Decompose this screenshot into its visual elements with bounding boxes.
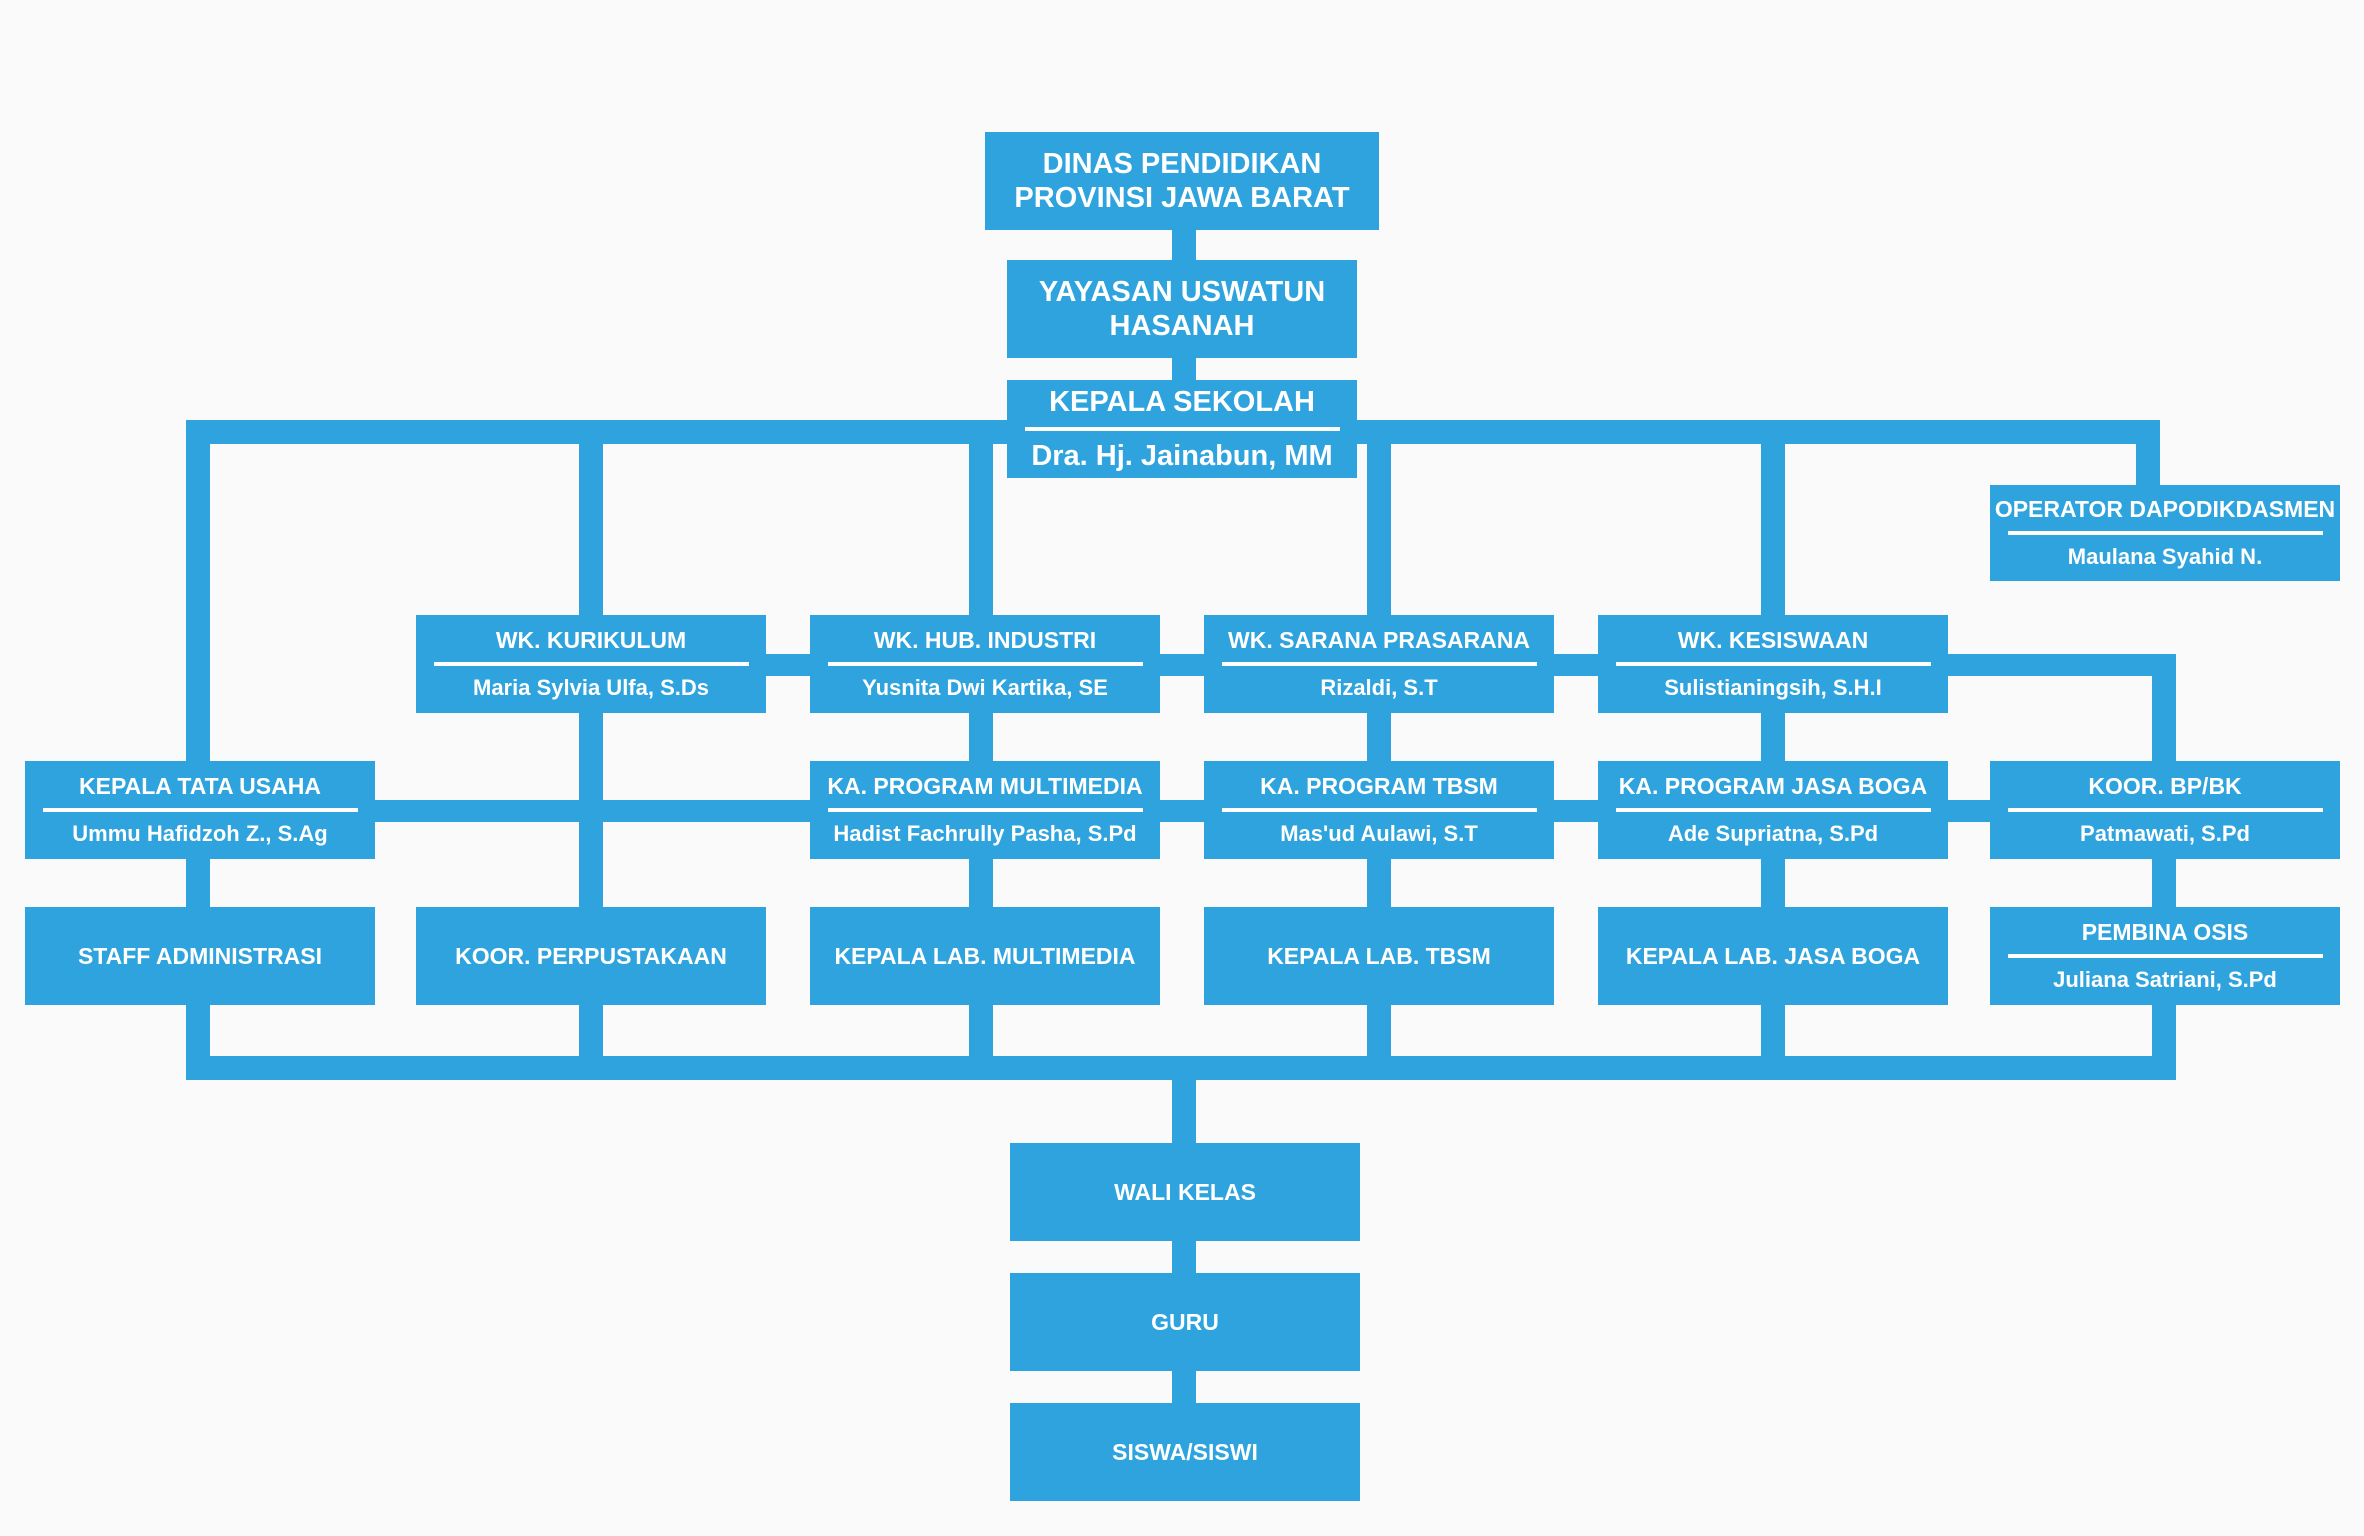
kepala-sekolah-name: Dra. Hj. Jainabun, MM xyxy=(1031,440,1333,472)
connector-line xyxy=(1172,1240,1196,1275)
connector-line xyxy=(2136,420,2160,485)
divider xyxy=(1221,662,1537,666)
connector-line xyxy=(1172,230,1196,260)
koor-bpbk-title: KOOR. BP/BK xyxy=(2088,773,2242,799)
operator-name: Maulana Syahid N. xyxy=(2067,544,2263,569)
box-siswa: SISWA/SISWI xyxy=(1010,1403,1360,1501)
wk-hub-industri-title: WK. HUB. INDUSTRI xyxy=(873,627,1097,653)
lab-jasa-boga-label: KEPALA LAB. JASA BOGA xyxy=(1625,942,1921,969)
wk-kesiswaan-name: Sulistianingsih, S.H.I xyxy=(1664,675,1882,700)
divider xyxy=(42,808,358,812)
box-kepala-lab-tbsm: KEPALA LAB. TBSM xyxy=(1204,907,1554,1005)
operator-title: OPERATOR DAPODIKDASMEN xyxy=(1994,496,2336,522)
lab-multimedia-label: KEPALA LAB. MULTIMEDIA xyxy=(834,942,1136,969)
kepala-tata-usaha-title: KEPALA TATA USAHA xyxy=(79,773,321,799)
yayasan-line-1: YAYASAN USWATUN xyxy=(1038,276,1326,308)
connector-line xyxy=(1172,1056,1196,1146)
wk-kurikulum-name: Maria Sylvia Ulfa, S.Ds xyxy=(473,675,709,700)
connector-line xyxy=(1172,355,1196,380)
box-wk-sarana-prasarana: WK. SARANA PRASARANA Rizaldi, S.T xyxy=(1204,615,1554,713)
lab-tbsm-label: KEPALA LAB. TBSM xyxy=(1267,942,1491,969)
box-dinas-pendidikan: DINAS PENDIDIKAN PROVINSI JAWA BARAT xyxy=(985,132,1379,230)
box-ka-program-jasa-boga: KA. PROGRAM JASA BOGA Ade Supriatna, S.P… xyxy=(1598,761,1948,859)
wali-kelas-label: WALI KELAS xyxy=(1114,1178,1256,1205)
siswa-label: SISWA/SISWI xyxy=(1112,1438,1258,1465)
dinas-line-2: PROVINSI JAWA BARAT xyxy=(1014,182,1350,214)
box-guru: GURU xyxy=(1010,1273,1360,1371)
koor-perpustakaan-label: KOOR. PERPUSTAKAAN xyxy=(455,942,727,969)
ka-jasa-boga-name: Ade Supriatna, S.Pd xyxy=(1667,821,1879,846)
dinas-line-1: DINAS PENDIDIKAN xyxy=(1042,148,1322,180)
divider xyxy=(2007,808,2323,812)
box-staff-administrasi: STAFF ADMINISTRASI xyxy=(25,907,375,1005)
box-wk-kurikulum: WK. KURIKULUM Maria Sylvia Ulfa, S.Ds xyxy=(416,615,766,713)
divider xyxy=(1615,808,1931,812)
box-koor-perpustakaan: KOOR. PERPUSTAKAAN xyxy=(416,907,766,1005)
wk-sarana-name: Rizaldi, S.T xyxy=(1320,675,1438,700)
box-kepala-lab-multimedia: KEPALA LAB. MULTIMEDIA xyxy=(810,907,1160,1005)
box-kepala-tata-usaha: KEPALA TATA USAHA Ummu Hafidzoh Z., S.Ag xyxy=(25,761,375,859)
koor-bpbk-name: Patmawati, S.Pd xyxy=(2080,821,2250,846)
wk-hub-industri-name: Yusnita Dwi Kartika, SE xyxy=(862,675,1108,700)
divider xyxy=(1024,427,1340,431)
box-kepala-lab-jasa-boga: KEPALA LAB. JASA BOGA xyxy=(1598,907,1948,1005)
divider xyxy=(1615,662,1931,666)
kepala-sekolah-title: KEPALA SEKOLAH xyxy=(1049,386,1315,418)
box-pembina-osis: PEMBINA OSIS Juliana Satriani, S.Pd xyxy=(1990,907,2340,1005)
wk-sarana-title: WK. SARANA PRASARANA xyxy=(1228,627,1530,653)
divider xyxy=(433,662,749,666)
divider xyxy=(827,808,1143,812)
divider xyxy=(1221,808,1537,812)
connector-line xyxy=(373,800,1991,822)
wk-kurikulum-title: WK. KURIKULUM xyxy=(495,627,687,653)
pembina-osis-title: PEMBINA OSIS xyxy=(2081,919,2249,945)
ka-tbsm-title: KA. PROGRAM TBSM xyxy=(1260,773,1498,799)
wk-kesiswaan-title: WK. KESISWAAN xyxy=(1677,627,1869,653)
ka-multimedia-name: Hadist Fachrully Pasha, S.Pd xyxy=(833,821,1137,846)
pembina-osis-name: Juliana Satriani, S.Pd xyxy=(2053,967,2277,992)
guru-label: GURU xyxy=(1151,1308,1219,1335)
divider xyxy=(2007,531,2323,535)
connector-line xyxy=(2152,654,2176,1080)
connector-line xyxy=(1172,1370,1196,1405)
kepala-tata-usaha-name: Ummu Hafidzoh Z., S.Ag xyxy=(72,821,328,846)
box-koor-bpbk: KOOR. BP/BK Patmawati, S.Pd xyxy=(1990,761,2340,859)
box-wk-kesiswaan: WK. KESISWAAN Sulistianingsih, S.H.I xyxy=(1598,615,1948,713)
box-ka-program-tbsm: KA. PROGRAM TBSM Mas'ud Aulawi, S.T xyxy=(1204,761,1554,859)
box-operator-dapodikdasmen: OPERATOR DAPODIKDASMEN Maulana Syahid N. xyxy=(1990,485,2340,581)
box-wali-kelas: WALI KELAS xyxy=(1010,1143,1360,1241)
divider xyxy=(2007,954,2323,958)
box-ka-program-multimedia: KA. PROGRAM MULTIMEDIA Hadist Fachrully … xyxy=(810,761,1160,859)
ka-tbsm-name: Mas'ud Aulawi, S.T xyxy=(1280,821,1478,846)
box-wk-hub-industri: WK. HUB. INDUSTRI Yusnita Dwi Kartika, S… xyxy=(810,615,1160,713)
box-yayasan: YAYASAN USWATUN HASANAH xyxy=(1007,260,1357,358)
staff-admin-label: STAFF ADMINISTRASI xyxy=(77,942,323,969)
yayasan-line-2: HASANAH xyxy=(1109,310,1255,342)
box-kepala-sekolah: KEPALA SEKOLAH Dra. Hj. Jainabun, MM xyxy=(1007,380,1357,478)
ka-multimedia-title: KA. PROGRAM MULTIMEDIA xyxy=(827,773,1143,799)
ka-jasa-boga-title: KA. PROGRAM JASA BOGA xyxy=(1618,773,1928,799)
divider xyxy=(827,662,1143,666)
